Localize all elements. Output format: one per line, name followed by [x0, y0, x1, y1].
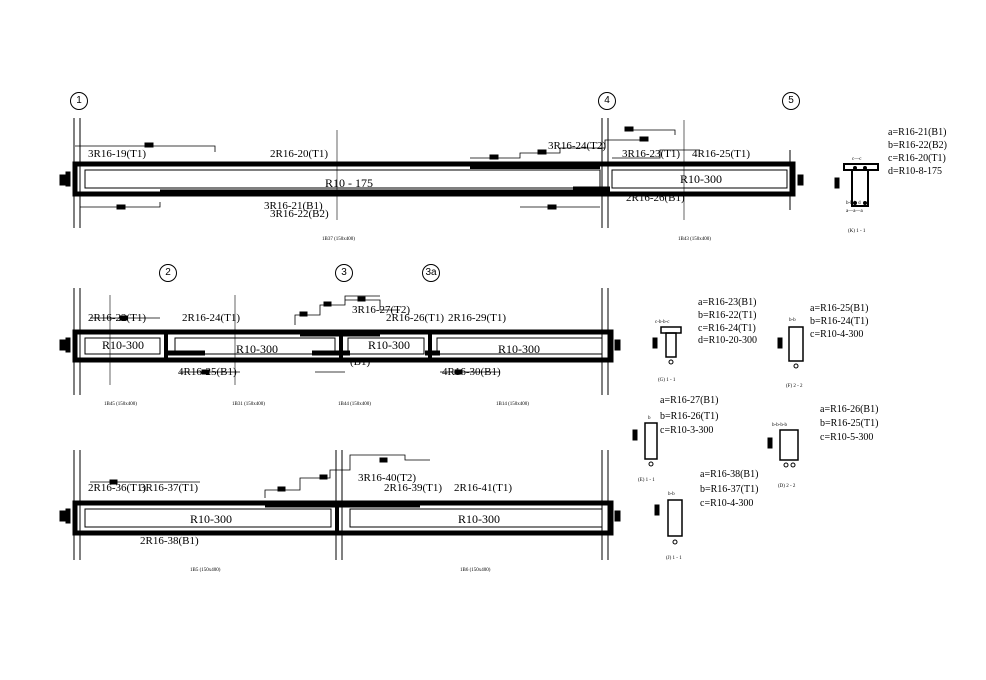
legend4-b: b=R16-26(T1)	[660, 411, 719, 422]
legend4-c: c=R10-3-300	[660, 425, 714, 436]
legend6-b: b=R16-37(T1)	[700, 484, 759, 495]
beam2-c1: R10-300	[102, 338, 144, 352]
beam3-t5: 2R16-41(T1)	[454, 482, 513, 494]
section3-tag: (F) 2 - 2	[786, 384, 803, 389]
beam2-b2: (B1)	[350, 356, 371, 368]
grid-bubble-3: 3	[335, 264, 353, 282]
beam1-bot1: 3R16-21(B1)	[264, 200, 323, 212]
beam1-top-left: 3R16-19(T1)	[88, 148, 147, 160]
section5-letters: b-b-b-b	[772, 423, 787, 428]
legend2-d: d=R10-20-300	[698, 335, 757, 346]
beam3-t1: 2R16-36(T1)	[88, 482, 147, 494]
section1-tag: (K) 1 - 1	[848, 229, 866, 234]
beam2-t1: 2R16-22(T1)	[88, 312, 147, 324]
legend2-a: a=R16-23(B1)	[698, 297, 757, 308]
legend1-a: a=R16-21(B1)	[888, 127, 947, 138]
beam1-top-mid: 2R16-20(T1)	[270, 148, 329, 160]
section-detail-4	[632, 422, 658, 467]
beam1-top-right2: 3R16-23(T1)	[622, 148, 681, 160]
beam3-c1: R10-300	[190, 512, 232, 526]
legend4-a: a=R16-27(B1)	[660, 395, 719, 406]
beam2-c4: R10-300	[498, 342, 540, 356]
beam1-top-right1: 3R16-24(T2)	[548, 140, 607, 152]
beam3-cap1: 1B5 (150x400)	[190, 568, 221, 573]
legend3-a: a=R16-25(B1)	[810, 303, 869, 314]
grid-bubble-3a: 3a	[422, 264, 440, 282]
beam2-c2: R10-300	[236, 342, 278, 356]
beam2-b3: 4R16-30(B1)	[442, 366, 501, 378]
beam3-b1: 2R16-38(B1)	[140, 535, 199, 547]
grid-bubble-2: 2	[159, 264, 177, 282]
beam1-center-right: R10-300	[680, 172, 722, 186]
legend5-c: c=R10-5-300	[820, 432, 874, 443]
legend1-c: c=R16-20(T1)	[888, 153, 946, 164]
beam3-t4: 2R16-39(T1)	[384, 482, 443, 494]
section-detail-6	[654, 499, 683, 545]
legend2-b: b=R16-22(T1)	[698, 310, 757, 321]
section1-letters-top: c—c	[852, 157, 862, 162]
beam2-cap1: 1B45 (150x400)	[104, 402, 137, 407]
beam2-cap4: 1B14 (150x400)	[496, 402, 529, 407]
section2-letters: c-b-b-c	[655, 320, 670, 325]
legend1-b: b=R16-22(B2)	[888, 140, 947, 151]
beam3-t3: 3R16-40(T2)	[358, 472, 417, 484]
beam2-t2: 2R16-24(T1)	[182, 312, 241, 324]
section-detail-2	[652, 326, 682, 365]
beam1-caption-right: 1B43 (150x400)	[678, 237, 711, 242]
legend2-c: c=R16-24(T1)	[698, 323, 756, 334]
beam1-top-right3: 4R16-25(T1)	[692, 148, 751, 160]
section-detail-5	[767, 429, 799, 468]
beam-2	[59, 288, 621, 395]
beam1-bot-right: 2R16-26(B1)	[626, 192, 685, 204]
section1-letters-mid: b-b-b d	[846, 201, 861, 206]
legend1-d: d=R10-8-175	[888, 166, 942, 177]
beam2-t4: 2R16-26(T1)	[386, 312, 445, 324]
legend6-a: a=R16-38(B1)	[700, 469, 759, 480]
section2-tag: (G) 1 - 1	[658, 378, 676, 383]
beam1-bot2: 3R16-22(B2)	[270, 208, 329, 220]
beam2-t5: 2R16-29(T1)	[448, 312, 507, 324]
grid-bubble-1: 1	[70, 92, 88, 110]
beam3-t2: 3R16-37(T1)	[140, 482, 199, 494]
legend3-b: b=R16-24(T1)	[810, 316, 869, 327]
beam3-c2: R10-300	[458, 512, 500, 526]
beam3-cap2: 1B6 (150x400)	[460, 568, 491, 573]
section4-tag: (E) 1 - 1	[638, 478, 655, 483]
beam1-caption-left: 1B37 (150x400)	[322, 237, 355, 242]
beam2-cap2: 1B31 (150x400)	[232, 402, 265, 407]
legend5-a: a=R16-26(B1)	[820, 404, 879, 415]
beam-3	[59, 450, 621, 560]
beam1-center-left: R10 - 175	[325, 176, 373, 190]
section5-tag: (D) 2 - 2	[778, 484, 796, 489]
legend3-c: c=R10-4-300	[810, 329, 864, 340]
section6-tag: (J) 1 - 1	[666, 556, 682, 561]
legend5-b: b=R16-25(T1)	[820, 418, 879, 429]
section-detail-1	[834, 163, 879, 207]
grid-bubble-4: 4	[598, 92, 616, 110]
beam2-c3: R10-300	[368, 338, 410, 352]
beam2-cap3: 1B44 (150x400)	[338, 402, 371, 407]
section1-letters-bot: a—a—a	[846, 209, 863, 214]
section6-letters: b-b	[668, 492, 675, 497]
beam2-b1: 4R16-25(B1)	[178, 366, 237, 378]
section3-letters: b-b	[789, 318, 796, 323]
section4-letters: b	[648, 416, 651, 421]
grid-bubble-5: 5	[782, 92, 800, 110]
legend6-c: c=R10-4-300	[700, 498, 754, 509]
beam2-t3: 3R16-27(T2)	[352, 304, 411, 316]
section-detail-3	[777, 326, 804, 369]
beam-1	[59, 118, 804, 228]
